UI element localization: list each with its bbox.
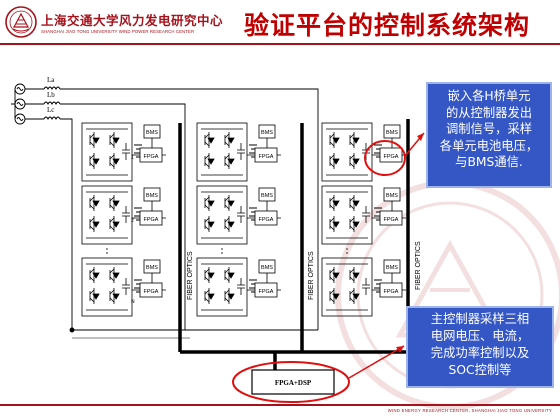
h-bridge-module: BMS FPGA xyxy=(321,185,406,256)
footer-divider xyxy=(0,404,560,406)
fpga-label: FPGA xyxy=(144,217,159,223)
university-logo: 上海交通大学风力发电研究中心 SHANGHAI JIAO TONG UNIVER… xyxy=(5,6,224,40)
callout-line: 与BMS通信. xyxy=(455,155,523,170)
h-bridge-module: BMS FPGA xyxy=(81,122,166,182)
bms-label: BMS xyxy=(146,193,158,199)
callout-arrow-bottom xyxy=(348,345,405,379)
node-label-1: 1 xyxy=(131,155,134,161)
inductor-label-c: Lc xyxy=(47,106,54,114)
fiber-optics-label: FIBER OPTICS xyxy=(187,251,194,300)
footer-text: WIND ENERGY RESEARCH CENTER, SHANGHAI JI… xyxy=(387,408,552,413)
university-name-english: SHANGHAI JIAO TONG UNIVERSITY WIND POWER… xyxy=(41,29,195,34)
fpga-label: FPGA xyxy=(144,289,159,295)
bms-label: BMS xyxy=(261,130,273,136)
callout-line: 的从控制器发出 xyxy=(445,105,533,120)
callout-line: 各单元电池电压， xyxy=(439,138,539,153)
callout-line: 完成功率控制以及 xyxy=(430,346,530,360)
control-architecture-diagram: BMS FPGA BMS FPGA BMS FPGA BMS FPGA BMS FPGA BMS FP… xyxy=(11,76,425,403)
h-bridge-module: BMS FPGA xyxy=(81,185,166,256)
fiber-optics-label: FIBER OPTICS xyxy=(308,251,315,300)
slave-controller-callout: 嵌入各H桥单元 的从控制器发出 调制信号，采样 各单元电池电压， 与BMS通信. xyxy=(426,82,552,188)
bms-label: BMS xyxy=(261,193,273,199)
h-bridge-module: BMS FPGA xyxy=(196,257,281,317)
fpga-label: FPGA xyxy=(259,154,274,160)
fpga-label: FPGA xyxy=(384,289,399,295)
inductor-label-a: La xyxy=(47,76,55,84)
fpga-label: FPGA xyxy=(384,154,399,160)
callout-line: SOC控制等 xyxy=(448,363,512,377)
callout-line: 嵌入各H桥单元 xyxy=(447,89,531,103)
bms-label: BMS xyxy=(386,265,398,271)
callout-line: 电网电压、电流， xyxy=(430,329,530,343)
bms-label: BMS xyxy=(261,265,273,271)
main-controller-label: FPGA+DSP xyxy=(275,379,312,387)
bms-label: BMS xyxy=(386,130,398,136)
header-divider xyxy=(0,43,560,45)
fpga-label: FPGA xyxy=(259,289,274,295)
slave-controller-highlight xyxy=(364,140,406,176)
slide-title: 验证平台的控制系统架构 xyxy=(243,11,530,40)
inductor-label-b: Lb xyxy=(47,91,55,99)
node-label-2: 2 xyxy=(131,218,134,224)
fpga-label: FPGA xyxy=(384,217,399,223)
callout-line: 调制信号，采样 xyxy=(445,122,533,137)
main-controller-callout: 主控制器采样三相 电网电压、电流， 完成功率控制以及 SOC控制等 xyxy=(406,306,554,388)
bms-label: BMS xyxy=(386,193,398,199)
h-bridge-module: BMS FPGA xyxy=(321,122,406,182)
bms-label: BMS xyxy=(146,265,158,271)
h-bridge-module: BMS FPGA xyxy=(196,122,281,182)
university-seal-icon xyxy=(5,6,37,38)
h-bridge-module: BMS FPGA xyxy=(81,257,166,317)
main-controller-box xyxy=(251,369,335,395)
fpga-label: FPGA xyxy=(144,154,159,160)
university-name: 上海交通大学风力发电研究中心 xyxy=(41,13,224,28)
fpga-label: FPGA xyxy=(259,217,274,223)
h-bridge-module: BMS FPGA xyxy=(321,257,406,317)
callout-line: 主控制器采样三相 xyxy=(430,312,530,326)
node-label-n: N xyxy=(131,299,135,305)
bms-label: BMS xyxy=(146,130,158,136)
h-bridge-module: BMS FPGA xyxy=(196,185,281,256)
main-controller-highlight xyxy=(232,361,350,403)
fiber-optics-label: FIBER OPTICS xyxy=(415,241,422,290)
